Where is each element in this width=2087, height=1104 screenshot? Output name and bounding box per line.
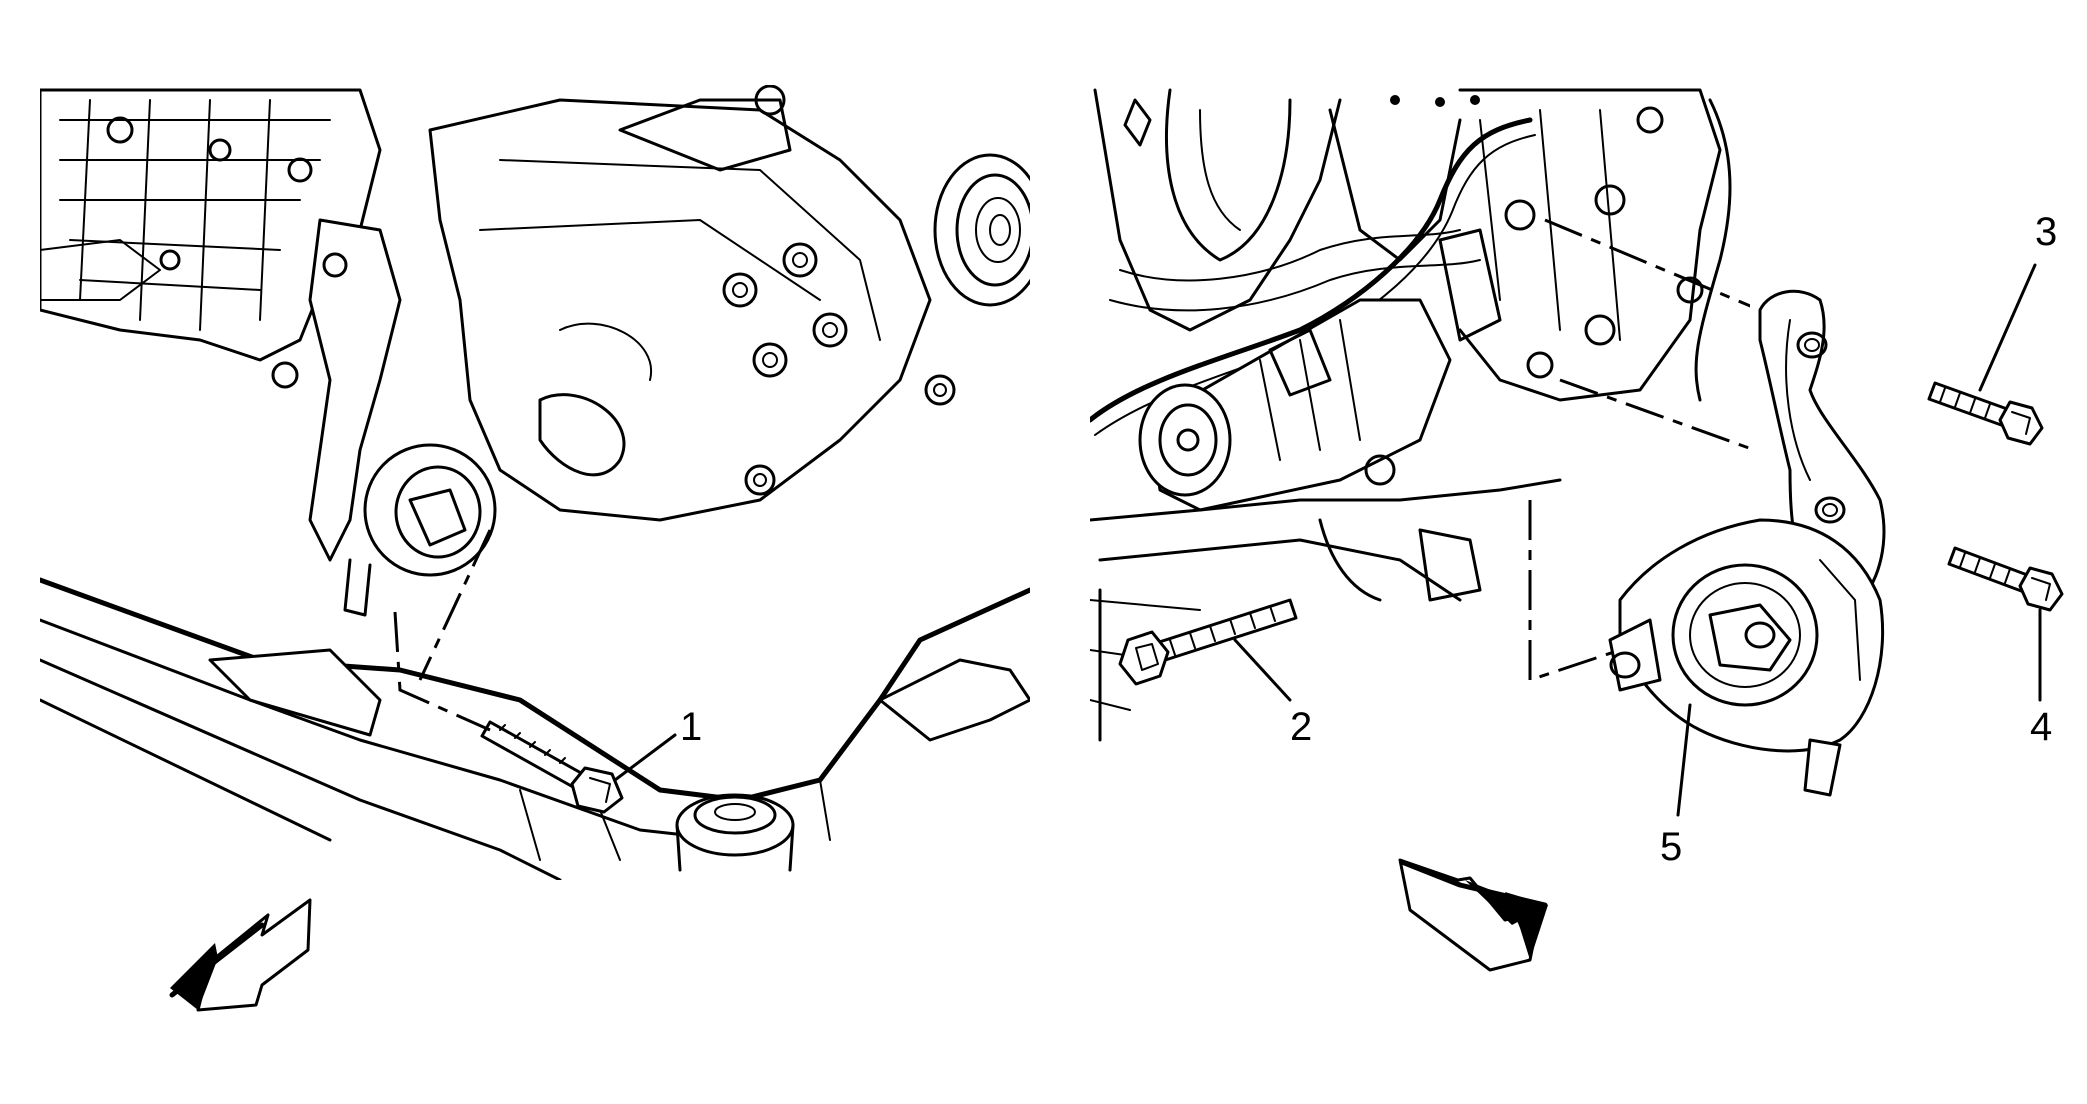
callout-1: 1 bbox=[680, 705, 702, 749]
alignment-line-left bbox=[393, 611, 491, 732]
leader-3 bbox=[1978, 263, 2037, 392]
transmission-housing-left bbox=[428, 85, 956, 522]
oil-pan-right bbox=[1090, 478, 1562, 742]
subframe-left bbox=[40, 577, 1030, 880]
engine-block-left bbox=[40, 88, 382, 362]
transmission-mount-left bbox=[271, 218, 497, 617]
front-direction-arrow-left-icon bbox=[169, 898, 312, 1012]
leader-1 bbox=[613, 733, 677, 782]
left-view: 1 bbox=[40, 85, 1030, 1012]
callout-2: 2 bbox=[1290, 705, 1312, 749]
right-view: 3 2 4 5 bbox=[1090, 88, 2064, 972]
leader-2 bbox=[1233, 638, 1292, 702]
callout-3: 3 bbox=[2035, 210, 2057, 254]
pulley-left bbox=[933, 153, 1030, 307]
engine-mount-5 bbox=[1608, 518, 1885, 797]
bolt-3 bbox=[1927, 381, 2044, 446]
alignment-line-5 bbox=[1528, 500, 1621, 683]
engine-front-right bbox=[1458, 88, 1732, 402]
starter-motor-right bbox=[1138, 228, 1502, 512]
callout-4: 4 bbox=[2030, 705, 2052, 749]
bolt-4 bbox=[1947, 546, 2064, 612]
callout-5: 5 bbox=[1660, 825, 1682, 869]
alignment-line-left-2 bbox=[418, 529, 492, 681]
engine-mount-bracket bbox=[1758, 289, 1886, 613]
leader-5 bbox=[1676, 703, 1692, 817]
bolt-1 bbox=[480, 720, 624, 814]
wire-harness-right bbox=[1090, 117, 1533, 423]
front-direction-arrow-right-icon bbox=[1398, 858, 1548, 972]
alignment-line-3 bbox=[1544, 218, 1750, 308]
bolt-2 bbox=[1118, 598, 1298, 686]
intake-manifold-right bbox=[1093, 88, 1481, 332]
